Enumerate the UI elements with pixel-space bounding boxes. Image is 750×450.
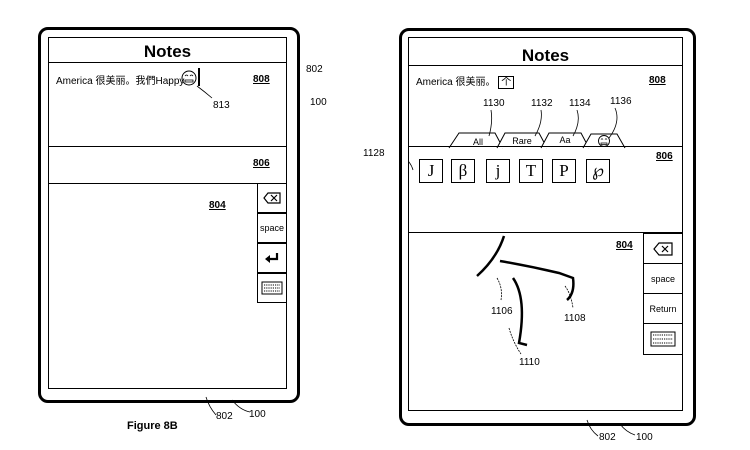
stroke-top [476, 235, 506, 277]
right-ref-804: 804 [616, 240, 633, 251]
keyboard-icon [261, 281, 283, 295]
right-ref-802-bottom: 802 [599, 432, 616, 443]
left-title-divider [49, 62, 286, 63]
tab-all-shape [448, 132, 504, 149]
left-delete-key[interactable] [257, 183, 287, 213]
grinning-face-icon [181, 70, 197, 86]
right-ref-806: 806 [656, 151, 673, 162]
right-ref-100-bottom: 100 [636, 432, 653, 443]
tab-rare[interactable]: Rare [512, 136, 532, 146]
left-ref-808: 808 [253, 74, 270, 85]
tab-aa[interactable]: Aa [559, 135, 571, 145]
left-ref-100-bottom: 100 [249, 409, 266, 420]
right-space-key[interactable]: space [643, 263, 683, 295]
candidate-key-6[interactable]: ℘ [586, 159, 610, 183]
left-divider-806-bottom [49, 183, 286, 184]
return-arrow-icon [265, 253, 279, 263]
left-text-chinese: 很美丽。我們 [95, 76, 156, 87]
left-note-text[interactable]: America 很美丽。我們Happy [56, 72, 184, 87]
left-ref-802-side: 802 [306, 64, 323, 75]
left-ref-813: 813 [213, 100, 230, 111]
left-ref-802-bottom: 802 [216, 411, 233, 422]
right-ref-808: 808 [649, 75, 666, 86]
candidate-key-4[interactable]: T [519, 159, 543, 183]
right-text-chinese: 很美丽。 [455, 77, 496, 88]
leader-813 [196, 85, 213, 99]
right-screen: Notes America 很美丽。 个 808 1130 1132 1134 … [408, 37, 683, 411]
tab-ref-1134: 1134 [569, 98, 591, 109]
right-return-key[interactable]: Return [643, 293, 683, 325]
left-space-key[interactable]: space [257, 213, 287, 243]
right-text-cursor-char: 个 [498, 76, 515, 89]
right-notes-title: Notes [521, 46, 570, 65]
tab-ref-1130: 1130 [483, 98, 505, 109]
stroke-ref-1110: 1110 [519, 357, 540, 368]
tab-ref-1136: 1136 [610, 96, 632, 107]
right-keyboard-key[interactable] [643, 323, 683, 355]
tab-ref-1132: 1132 [531, 98, 553, 109]
candidate-bar [409, 146, 682, 233]
right-delete-key[interactable] [643, 233, 683, 265]
right-title-divider [409, 65, 682, 66]
stroke-bottom [511, 277, 528, 347]
tab-all[interactable]: All [472, 137, 483, 147]
left-ref-804: 804 [209, 200, 226, 211]
keyboard-icon [650, 331, 676, 347]
candidate-key-3[interactable]: j [486, 159, 510, 183]
backspace-icon [653, 242, 673, 256]
right-note-text[interactable]: America 很美丽。 个 [416, 73, 515, 89]
candidate-key-2[interactable]: β [451, 159, 475, 183]
stroke-middle [499, 259, 575, 301]
candidate-key-1[interactable]: J [419, 159, 443, 183]
left-notes-title: Notes [143, 42, 192, 61]
tab-rare-shape [496, 132, 548, 149]
left-return-key[interactable] [257, 243, 287, 273]
left-text-english: America [56, 76, 93, 87]
left-ref-100-side: 100 [310, 97, 327, 108]
backspace-icon [263, 192, 281, 204]
stroke-ref-1106: 1106 [491, 306, 513, 317]
stroke-ref-1108: 1108 [564, 313, 586, 324]
left-ref-806: 806 [253, 158, 270, 169]
right-text-english: America [416, 77, 453, 88]
tab-aa-shape [540, 132, 590, 149]
candidate-key-5[interactable]: P [552, 159, 576, 183]
left-text-happy: Happy [155, 76, 185, 87]
tab-emoji-shape [582, 133, 626, 149]
left-keyboard-key[interactable] [257, 273, 287, 303]
left-divider-806-top [49, 146, 286, 147]
figure-label: Figure 8B [127, 420, 178, 432]
right-screen-overlay [409, 107, 626, 355]
candidates-ref-1128: 1128 [363, 148, 385, 159]
left-screen-overlay [181, 68, 213, 99]
left-screen: Notes America 很美丽。我們Happy 808 813 806 80… [48, 37, 287, 389]
